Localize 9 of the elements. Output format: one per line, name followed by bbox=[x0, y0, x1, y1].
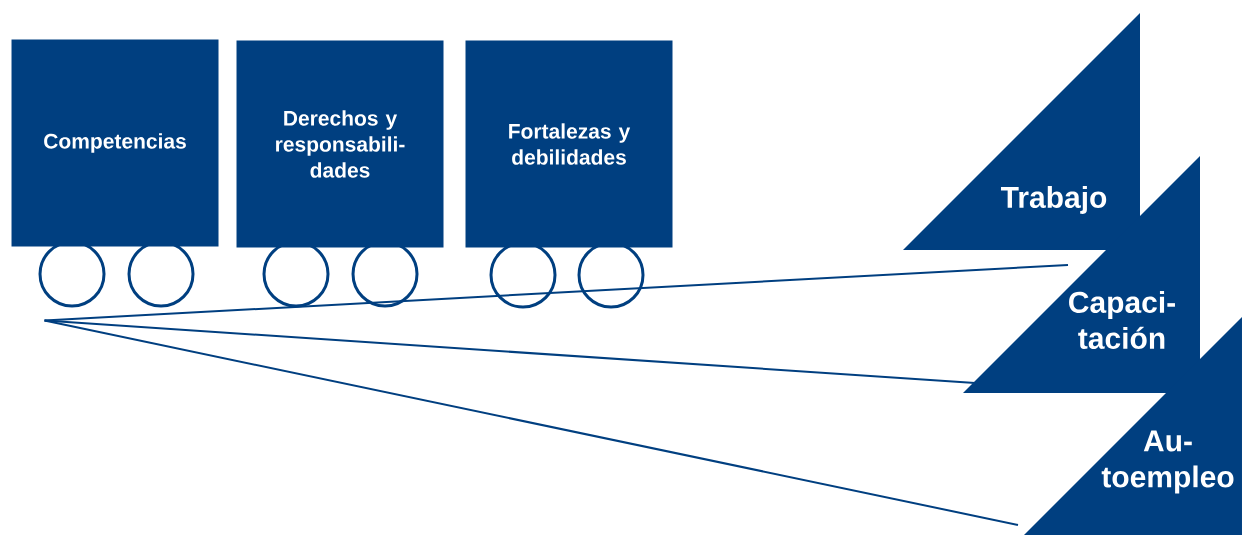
wagon-box: Derechos y responsabili- dades bbox=[236, 40, 444, 248]
connector-line bbox=[43, 319, 1019, 526]
node-label: Au- toempleo bbox=[1101, 430, 1234, 494]
wagon-box: Competencias bbox=[11, 39, 219, 247]
triangle-banner: Trabajo bbox=[903, 13, 1140, 250]
connector-line bbox=[43, 264, 1069, 322]
connector-line bbox=[43, 319, 976, 384]
wagon-box: Fortalezas y debilidades bbox=[465, 40, 673, 248]
node-label: Capaci- tación bbox=[1069, 290, 1175, 350]
